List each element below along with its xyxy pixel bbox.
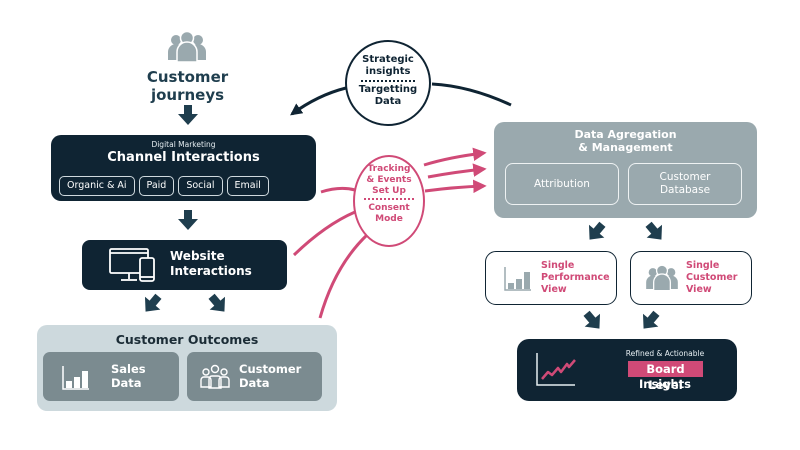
feedback-arc-left	[290, 86, 347, 116]
strategic-insights-label: Strategic insights	[362, 54, 414, 77]
arrow-agg-to-customer-view	[645, 221, 663, 240]
arrow-website-to-sales	[144, 293, 162, 312]
insights-subtitle: Refined & Actionable	[625, 349, 705, 358]
consent-mode-label: Consent Mode	[368, 203, 410, 224]
single-performance-view-label: Single Performance View	[541, 260, 610, 295]
dotted-divider	[361, 80, 415, 83]
website-interactions-box: Website Interactions	[82, 240, 287, 290]
people-outline-icon	[200, 364, 230, 389]
tracking-arrow-2	[427, 163, 487, 179]
feedback-arc-right	[431, 82, 512, 107]
targetting-data-label: Targetting Data	[358, 84, 418, 107]
arrow-performance-to-insights	[583, 310, 601, 329]
customer-data-label: Customer Data	[239, 362, 302, 390]
arrow-journeys-to-channel	[178, 105, 198, 125]
channel-chip-social: Social	[178, 176, 223, 196]
people-group-icon	[646, 264, 678, 292]
dotted-divider	[364, 198, 414, 201]
data-aggregation-box: Data Agregation & Management Attribution…	[494, 122, 757, 218]
desktop-mobile-icon	[109, 248, 155, 282]
tracking-line-website	[292, 210, 356, 257]
customer-outcomes-box: Customer Outcomes Sales Data Customer Da…	[37, 325, 337, 411]
single-customer-view-label: Single Customer View	[686, 260, 738, 295]
channel-chip-email: Email	[226, 176, 269, 196]
tracking-line-outcomes	[318, 232, 370, 319]
tracking-line-channel	[320, 186, 356, 194]
arrow-channel-to-website	[178, 210, 198, 230]
board-level-insights-box: Refined & Actionable Board Level Insight…	[517, 339, 737, 401]
customer-journeys-title: Customer journeys	[146, 68, 229, 104]
bar-chart-icon	[62, 366, 89, 390]
single-performance-view-card: Single Performance View	[485, 251, 617, 305]
strategic-insights-circle: Strategic insights Targetting Data	[345, 40, 431, 126]
bar-chart-icon	[504, 267, 531, 291]
channel-chip-paid: Paid	[138, 176, 175, 196]
tracking-events-label: Tracking & Events Set Up	[366, 164, 412, 196]
trend-line-chart-icon	[536, 353, 576, 386]
insights-title: Insights	[638, 377, 691, 391]
customer-database-card: Customer Database	[628, 163, 742, 205]
people-group-icon	[168, 30, 206, 63]
board-level-highlight: Board Level	[628, 361, 703, 392]
channel-chips: Organic & Ai Paid Social Email	[59, 176, 269, 196]
arrow-website-to-customer	[208, 293, 226, 312]
channel-subtitle: Digital Marketing	[151, 140, 216, 149]
tracking-arrow-3	[424, 179, 487, 194]
sales-data-card: Sales Data	[43, 352, 179, 401]
channel-title: Channel Interactions	[107, 150, 260, 165]
channel-interactions-box: Digital Marketing Channel Interactions O…	[51, 135, 316, 201]
single-customer-view-card: Single Customer View	[630, 251, 752, 305]
sales-data-label: Sales Data	[111, 362, 146, 390]
customer-outcomes-title: Customer Outcomes	[115, 332, 259, 347]
arrow-customer-view-to-insights	[642, 310, 660, 329]
arrow-agg-to-performance	[588, 221, 606, 240]
channel-chip-organic: Organic & Ai	[59, 176, 135, 196]
attribution-card: Attribution	[505, 163, 619, 205]
customer-data-card: Customer Data	[187, 352, 322, 401]
website-interactions-label: Website Interactions	[170, 249, 252, 278]
tracking-consent-circle: Tracking & Events Set Up Consent Mode	[353, 155, 425, 247]
tracking-arrow-1	[423, 147, 487, 167]
data-aggregation-title: Data Agregation & Management	[574, 128, 677, 154]
